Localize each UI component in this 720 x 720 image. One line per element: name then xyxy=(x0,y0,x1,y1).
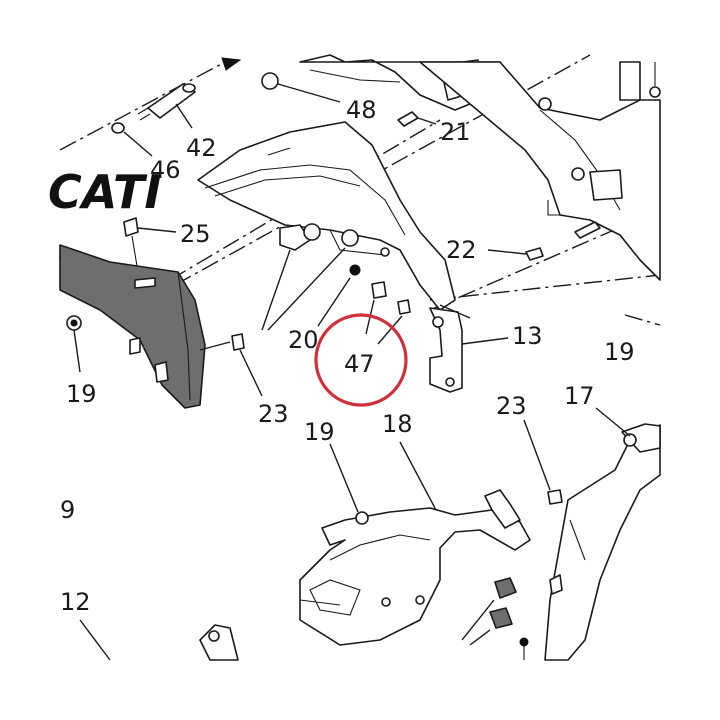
spacer-part-47 xyxy=(365,281,411,345)
screw-part-25 xyxy=(123,217,177,273)
label-20: 20 xyxy=(288,326,319,354)
label-19-left: 19 xyxy=(66,380,97,408)
right-frame-part xyxy=(419,61,661,281)
side-fairing-panel xyxy=(59,244,231,409)
part-number-labels: 42 46 48 21 25 22 20 47 13 19 19 19 23 2… xyxy=(60,96,635,616)
label-19-middle: 19 xyxy=(304,418,335,446)
rubber-pads xyxy=(461,577,529,660)
label-48: 48 xyxy=(346,96,377,124)
label-46: 46 xyxy=(150,156,181,184)
label-12-partial: 12 xyxy=(60,588,91,616)
label-13: 13 xyxy=(512,322,543,350)
brand-lettering: CATI xyxy=(48,165,161,219)
pin-part-42 xyxy=(137,83,196,129)
mount-leaders xyxy=(261,247,471,331)
screw-part-22 xyxy=(487,247,544,261)
screw-part-21 xyxy=(397,111,437,127)
clip-part-23-right xyxy=(523,419,563,505)
screw-top-right xyxy=(649,62,661,98)
screw-part-19-middle xyxy=(329,443,369,525)
label-25: 25 xyxy=(180,220,211,248)
label-23-left: 23 xyxy=(258,400,289,428)
grommet-part-20 xyxy=(317,264,361,327)
lower-bracket-assembly xyxy=(299,441,531,646)
leader-13 xyxy=(461,337,509,345)
clip-part-23-left xyxy=(231,333,263,397)
lower-left-part xyxy=(79,619,239,661)
label-47: 47 xyxy=(344,350,375,378)
label-9-partial: 9 xyxy=(60,496,75,524)
label-42: 42 xyxy=(186,134,217,162)
label-21: 21 xyxy=(440,118,471,146)
label-22: 22 xyxy=(446,236,477,264)
label-23-right: 23 xyxy=(496,392,527,420)
highlight-circle xyxy=(314,313,408,407)
headlight-assembly xyxy=(197,121,463,393)
label-17: 17 xyxy=(564,382,595,410)
nut-part-48 xyxy=(261,72,341,103)
washer-part-46 xyxy=(111,122,153,157)
label-18: 18 xyxy=(382,410,413,438)
direction-arrow-icon xyxy=(221,57,242,71)
label-19-right: 19 xyxy=(604,338,635,366)
right-side-part-17 xyxy=(544,407,661,661)
screw-part-19-left xyxy=(66,315,82,373)
